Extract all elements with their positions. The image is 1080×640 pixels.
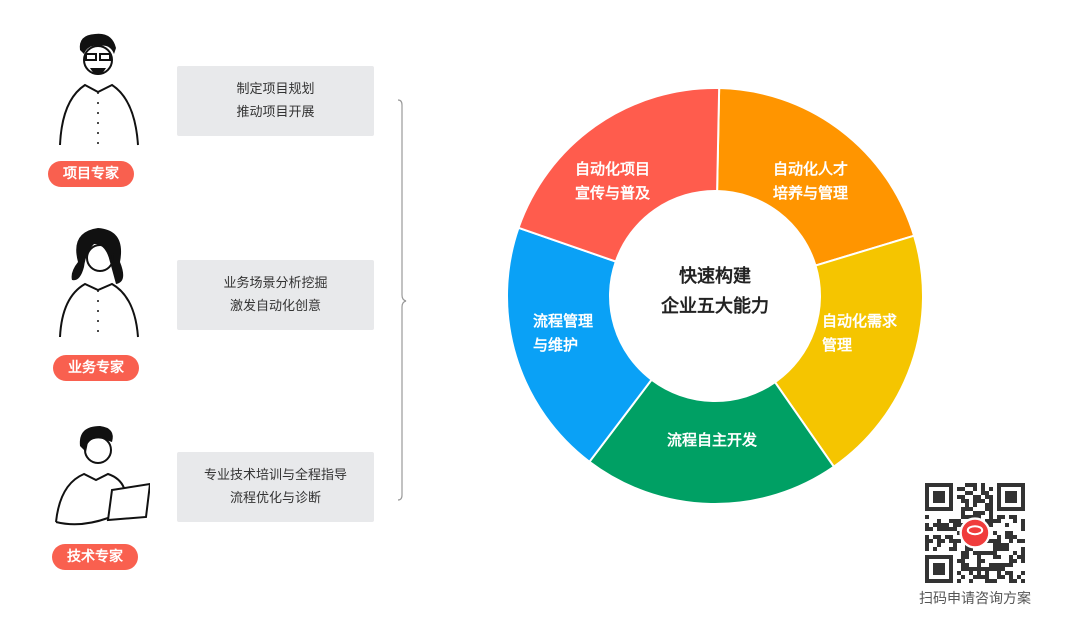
- qr-code[interactable]: [925, 483, 1025, 583]
- description-line: 业务场景分析挖掘: [223, 276, 328, 291]
- qr-logo-icon: [959, 517, 991, 549]
- donut-segment: [587, 378, 836, 505]
- donut-segment: [716, 87, 916, 267]
- business-expert-illustration: [59, 228, 139, 338]
- role-description-box: 专业技术培训与全程指导 流程优化与诊断: [177, 452, 374, 522]
- donut-center-title: 快速构建 企业五大能力: [615, 262, 815, 322]
- center-line: 企业五大能力: [661, 296, 769, 317]
- project-expert-illustration: [59, 33, 139, 146]
- donut-segment: [517, 87, 721, 263]
- segment-label-maintenance: 流程管理与维护: [533, 312, 594, 354]
- role-badge-business-expert: 业务专家: [53, 355, 139, 381]
- description-line: 制定项目规划: [236, 82, 315, 97]
- bracket: [397, 99, 407, 501]
- donut-segment: [773, 234, 924, 469]
- description-line: 流程优化与诊断: [229, 491, 321, 506]
- role-badge-project-expert: 项目专家: [48, 161, 134, 187]
- role-badge-tech-expert: 技术专家: [52, 544, 138, 570]
- segment-label-demand: 自动化需求管理: [822, 312, 898, 354]
- segment-label-talent: 自动化人才培养与管理: [773, 160, 849, 202]
- tech-expert-illustration: [55, 426, 150, 526]
- segment-label-development: 流程自主开发: [667, 431, 758, 449]
- role-description-box: 业务场景分析挖掘 激发自动化创意: [177, 260, 374, 330]
- segment-label-promotion: 自动化项目宣传与普及: [575, 160, 651, 202]
- description-line: 激发自动化创意: [229, 299, 321, 314]
- description-line: 推动项目开展: [236, 105, 315, 120]
- qr-caption: 扫码申请咨询方案: [919, 591, 1031, 607]
- description-line: 专业技术培训与全程指导: [203, 468, 347, 483]
- donut-segment: [506, 226, 653, 464]
- role-description-box: 制定项目规划 推动项目开展: [177, 66, 374, 136]
- center-line: 快速构建: [679, 266, 751, 287]
